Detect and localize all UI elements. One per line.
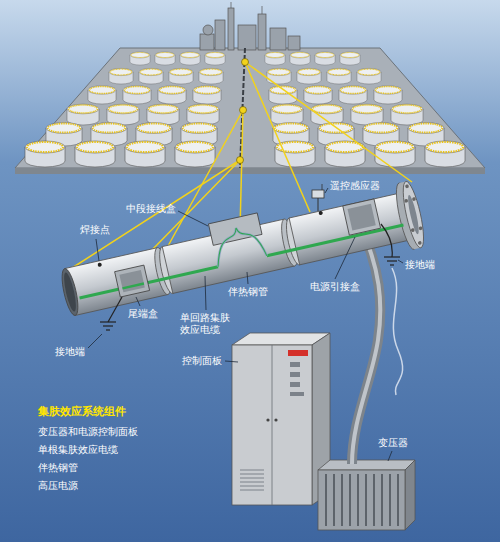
part-label: 中段接线盒 bbox=[126, 203, 176, 215]
magnify-lines bbox=[72, 62, 412, 268]
list-heading: 集肤效应系统组件 bbox=[38, 406, 126, 418]
ground-wires bbox=[100, 224, 400, 330]
end-box bbox=[115, 265, 150, 297]
part-label: 伴热钢管 bbox=[228, 286, 268, 298]
part-label: 接地端 bbox=[405, 259, 435, 271]
list-item: 伴热钢管 bbox=[38, 462, 78, 474]
leader-lines bbox=[88, 188, 403, 461]
transformer bbox=[318, 460, 415, 530]
magnify-markers bbox=[237, 59, 249, 164]
tank-farm bbox=[15, 2, 485, 174]
ground-wire-tail bbox=[392, 268, 403, 395]
part-label: 接地端 bbox=[55, 346, 85, 358]
weld-point bbox=[97, 262, 102, 267]
part-label: 变压器 bbox=[378, 437, 408, 449]
part-label: 焊接点 bbox=[80, 224, 110, 236]
part-label: 单回路集肤 效应电缆 bbox=[180, 312, 236, 336]
part-label: 控制面板 bbox=[182, 355, 222, 367]
list-item: 高压电源 bbox=[38, 480, 78, 492]
part-label: 遥控感应器 bbox=[330, 180, 380, 192]
heated-pipe bbox=[56, 178, 427, 327]
list-item: 单根集肤效应电缆 bbox=[38, 444, 118, 456]
list-item: 变压器和电源控制面板 bbox=[38, 426, 138, 438]
refinery bbox=[200, 2, 300, 50]
conduit bbox=[352, 234, 380, 464]
part-label: 尾端盒 bbox=[128, 308, 158, 320]
part-label: 电源引接盒 bbox=[310, 281, 360, 293]
power-box bbox=[343, 199, 381, 235]
remote-sensor bbox=[312, 184, 324, 211]
